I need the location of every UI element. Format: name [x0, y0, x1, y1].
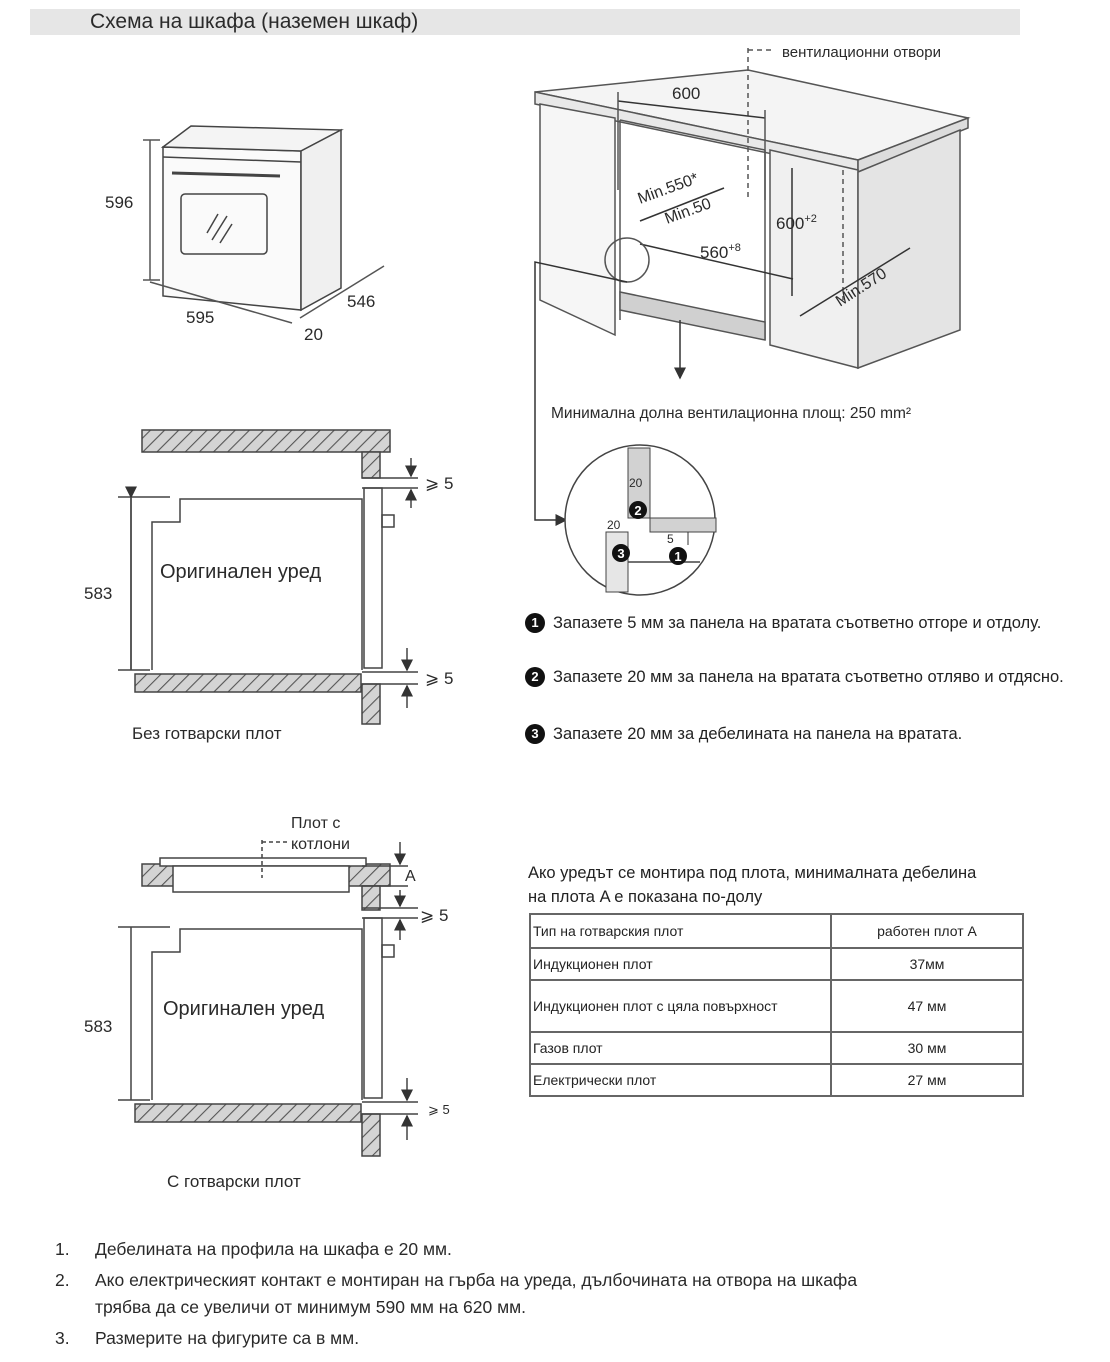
detail-20b-label: 20	[607, 518, 621, 532]
install2-a-label: A	[405, 868, 416, 885]
table-cell-type: Газов плот	[529, 1031, 832, 1065]
table-intro: Ако уредът се монтира под плота, минимал…	[528, 864, 977, 906]
install2-device: Оригинален уред	[163, 998, 324, 1020]
min-gap-label: Min.50	[663, 195, 714, 227]
install2-gap-top: ⩾ 5	[420, 906, 448, 925]
legend-num-2: 2	[525, 667, 545, 687]
oven-drawing	[143, 125, 385, 324]
install1-device: Оригинален уред	[160, 561, 321, 583]
cabinet-height-label: 600+2	[776, 213, 817, 233]
install1-gap-bottom: ⩾ 5	[425, 669, 453, 688]
marker-2-label: 2	[634, 503, 641, 518]
table-cell-value: 37мм	[830, 947, 1024, 981]
marker-2-icon	[629, 501, 647, 519]
marker-3-icon	[612, 544, 630, 562]
marker-3-label: 3	[617, 546, 624, 561]
table-row: Индукционен плот 37мм	[529, 947, 1024, 981]
install1-height: 583	[84, 584, 112, 603]
oven-door-label: 20	[304, 325, 323, 344]
table-cell-value: 30 мм	[830, 1031, 1024, 1065]
install-with-hob	[118, 840, 418, 1157]
table-cell-value: 27 мм	[830, 1063, 1024, 1097]
detail-20a-label: 20	[629, 476, 643, 490]
notes-list: 1. Дебелината на профила на шкафа е 20 мм…	[55, 1236, 955, 1352]
bottom-vent-label: Минимална долна вентилационна площ: 250 …	[551, 405, 911, 422]
table-row: Индукционен плот с цяла повърхност 47 мм	[529, 979, 1024, 1033]
note-text: Ако електрическият контакт е монтиран на…	[95, 1270, 858, 1317]
detail-5-label: 5	[667, 532, 674, 546]
table-cell-type: Индукционен плот с цяла повърхност	[529, 979, 832, 1033]
note-number: 2.	[55, 1270, 70, 1290]
hob-label-1: Плот с	[291, 815, 340, 832]
note-text: Размерите на фигурите са в мм.	[95, 1328, 360, 1348]
legend-num-3: 3	[525, 724, 545, 744]
marker-1-icon	[669, 547, 687, 565]
oven-depth-label: 546	[347, 292, 375, 311]
page-title: Схема на шкафа (наземен шкаф)	[90, 10, 419, 33]
marker-1-label: 1	[674, 549, 681, 564]
hob-label-2: котлони	[291, 836, 350, 853]
install2-height: 583	[84, 1017, 112, 1036]
legend-item-2: 2 Запазете 20 мм за панела на вратата съо…	[525, 664, 1085, 690]
table-cell-type: Индукционен плот	[529, 947, 832, 981]
legend-text-2: Запазете 20 мм за панела на вратата съот…	[553, 668, 1064, 686]
table-header-type: Тип на готварския плот	[529, 913, 832, 949]
install1-gap-top: ⩾ 5	[425, 474, 453, 493]
detail-magnifier	[564, 444, 717, 596]
cabinet-width-label: 600	[672, 84, 700, 103]
note-text: Дебелината на профила на шкафа е 20 мм.	[95, 1239, 452, 1259]
cabinet-inner-label: 560+8	[700, 242, 741, 262]
legend-num-1: 1	[525, 613, 545, 633]
legend-item-3: 3 Запазете 20 мм за дебелината на панела …	[525, 721, 1085, 747]
note-number: 1.	[55, 1239, 70, 1259]
note-item: 1. Дебелината на профила на шкафа е 20 мм…	[55, 1236, 955, 1263]
table-cell-type: Електрически плот	[529, 1063, 832, 1097]
install2-caption: С готварски плот	[167, 1172, 301, 1191]
install1-caption: Без готварски плот	[132, 724, 282, 743]
table-header-row: Тип на готварския плот работен плот A	[529, 913, 1024, 949]
note-item: 2. Ако електрическият контакт е монтиран …	[55, 1267, 955, 1321]
legend-item-1: 1 Запазете 5 мм за панела на вратата съот…	[525, 610, 1085, 636]
legend-text-3: Запазете 20 мм за дебелината на панела н…	[553, 725, 963, 743]
note-item: 3. Размерите на фигурите са в мм.	[55, 1325, 955, 1352]
cabinet-drawing	[534, 48, 971, 526]
table-row: Газов плот 30 мм	[529, 1031, 1024, 1065]
oven-width-label: 595	[186, 308, 214, 327]
legend-text-1: Запазете 5 мм за панела на вратата съотв…	[553, 614, 1042, 632]
install-without-hob	[118, 429, 418, 725]
install2-gap-bottom: ⩾ 5	[428, 1102, 450, 1117]
note-number: 3.	[55, 1328, 70, 1348]
vent-label: вентилационни отвори	[782, 44, 941, 61]
header-bar	[30, 9, 1020, 35]
table-cell-value: 47 мм	[830, 979, 1024, 1033]
oven-height-label: 596	[105, 193, 133, 212]
table-row: Електрически плот 27 мм	[529, 1063, 1024, 1097]
table-header-value: работен плот A	[830, 913, 1024, 949]
worktop-table: Тип на готварския плот работен плот A Ин…	[529, 913, 1024, 1097]
